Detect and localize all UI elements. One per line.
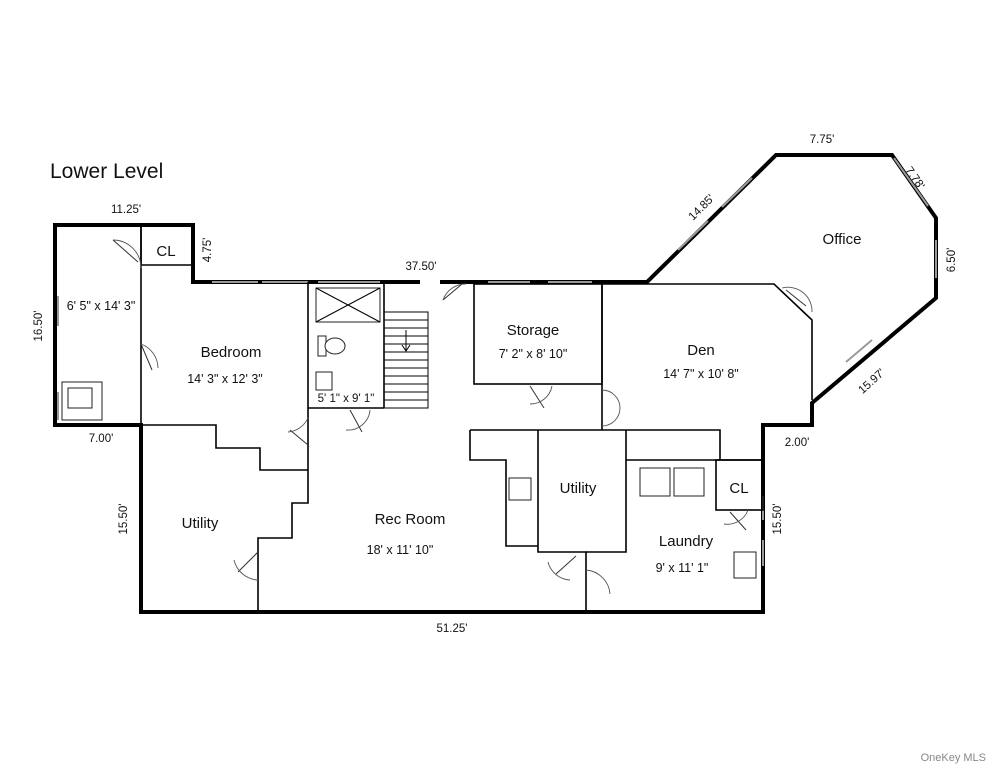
measure-step-right: 2.00': [785, 437, 810, 449]
rec-room-label: Rec Room: [375, 511, 446, 528]
windows: [57, 157, 937, 566]
measure-bottom: 51.25': [437, 623, 468, 635]
laundry-dims: 9' x 11' 1": [656, 561, 709, 575]
measure-top-middle: 37.50': [406, 261, 437, 273]
fixtures: [61, 287, 757, 579]
bedroom-dims: 14' 3" x 12' 3": [187, 372, 263, 386]
utility-sink: [508, 477, 532, 501]
bath-mid-dims: 5' 1" x 9' 1": [318, 393, 375, 405]
measure-left-side: 16.50': [33, 311, 45, 342]
bath-sink-mid: [315, 371, 333, 391]
measure-top-left: 11.25': [111, 204, 141, 216]
storage-label: Storage: [507, 322, 560, 339]
staircase: [383, 311, 429, 409]
closet-right-label: CL: [729, 480, 748, 497]
measure-lower-left-side: 15.50': [118, 504, 130, 535]
utility-mid-label: Utility: [560, 480, 597, 497]
measure-office-top: 7.75': [810, 134, 835, 146]
page-title: Lower Level: [50, 160, 163, 183]
closet-top-label: CL: [156, 243, 175, 260]
utility-left-label: Utility: [182, 515, 219, 532]
measure-office-right: 6.50': [946, 248, 958, 273]
storage-dims: 7' 2" x 8' 10": [499, 347, 568, 361]
measure-bottom-left: 7.00': [89, 433, 114, 445]
office-label: Office: [823, 231, 862, 248]
bath-left-dims: 6' 5" x 14' 3": [67, 299, 136, 313]
toilet-bowl: [324, 337, 346, 355]
den-dims: 14' 7" x 10' 8": [663, 367, 739, 381]
measure-office-diag-bottom: 15.97': [856, 367, 887, 397]
rec-room-dims: 18' x 11' 10": [367, 543, 434, 557]
bedroom-label: Bedroom: [201, 344, 262, 361]
laundry-sink: [733, 551, 757, 579]
den-label: Den: [687, 342, 715, 359]
watermark: OneKey MLS: [921, 752, 986, 764]
laundry-label: Laundry: [659, 533, 714, 550]
measure-lower-right-side: 15.50': [772, 504, 784, 535]
doors: [112, 239, 813, 595]
dryer: [673, 467, 705, 497]
measure-closet-side: 4.75': [202, 238, 214, 263]
bath-sink-left: [67, 387, 93, 409]
washer: [639, 467, 671, 497]
